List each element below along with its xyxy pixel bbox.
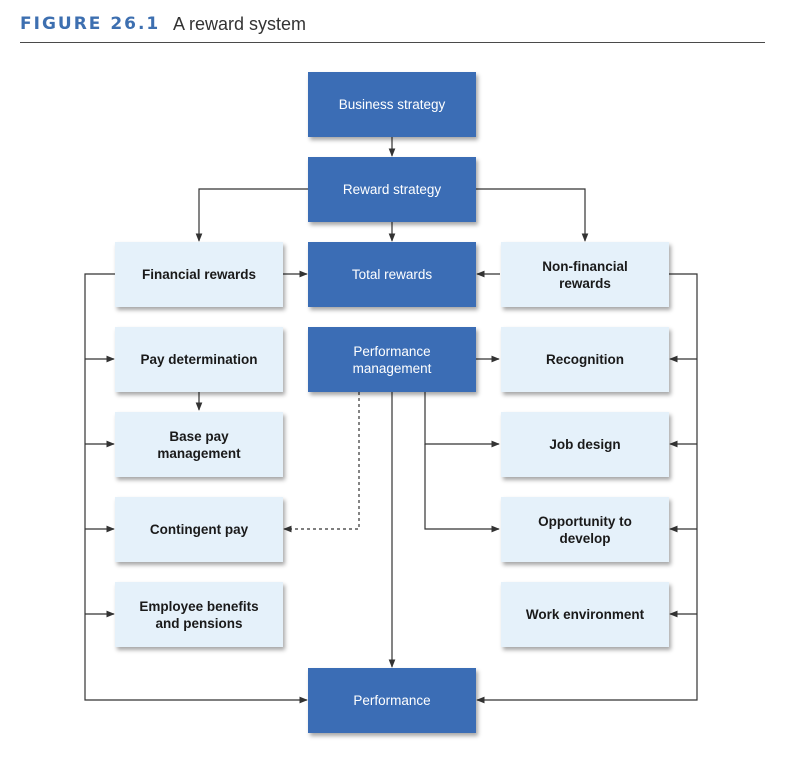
figure-number: FIGURE 26.1 (20, 14, 161, 34)
arrow-pm-to-opportunity (424, 444, 500, 533)
arrow-pm-to-jobdesign (424, 392, 500, 448)
non-financial-rewards-box: Non-financial rewards (501, 242, 669, 307)
financial-rewards-label: Financial rewards (141, 267, 257, 282)
non-financial-rewards-label: Non-financial rewards (542, 258, 628, 291)
performance-label: Performance (353, 693, 431, 708)
dashed-pm-to-contingent (283, 392, 360, 533)
base-pay-management-box: Base pay management (115, 412, 283, 477)
left-bus-line (84, 273, 308, 704)
performance-box: Performance (308, 668, 476, 733)
pay-determination-label: Pay determination (140, 352, 258, 367)
reward-strategy-box: Reward strategy (308, 157, 476, 222)
job-design-label: Job design (549, 437, 621, 452)
financial-rewards-box: Financial rewards (115, 242, 283, 307)
contingent-pay-label: Contingent pay (149, 522, 249, 537)
reward-strategy-label: Reward strategy (342, 182, 442, 197)
performance-management-box: Performance management (308, 327, 476, 392)
recognition-label: Recognition (546, 352, 624, 367)
pay-determination-box: Pay determination (115, 327, 283, 392)
employee-benefits-label: Employee benefits and pensions (139, 598, 259, 631)
opportunity-to-develop-box: Opportunity to develop (501, 497, 669, 562)
work-environment-label: Work environment (525, 607, 645, 622)
arrow-reward-to-nonfinancial (476, 188, 589, 242)
right-bus-line (476, 273, 698, 704)
business-strategy-box: Business strategy (308, 72, 476, 137)
job-design-box: Job design (501, 412, 669, 477)
figure-header: FIGURE 26.1 A reward system (20, 12, 765, 43)
total-rewards-label: Total rewards (351, 267, 433, 282)
figure-title: A reward system (173, 14, 307, 34)
employee-benefits-box: Employee benefits and pensions (115, 582, 283, 647)
opportunity-to-develop-label: Opportunity to develop (538, 513, 632, 546)
base-pay-management-label: Base pay management (157, 428, 241, 461)
contingent-pay-box: Contingent pay (115, 497, 283, 562)
work-environment-box: Work environment (501, 582, 669, 647)
recognition-box: Recognition (501, 327, 669, 392)
performance-management-label: Performance management (352, 343, 432, 376)
arrow-reward-to-financial (195, 188, 308, 242)
total-rewards-box: Total rewards (308, 242, 476, 307)
business-strategy-label: Business strategy (338, 97, 446, 112)
